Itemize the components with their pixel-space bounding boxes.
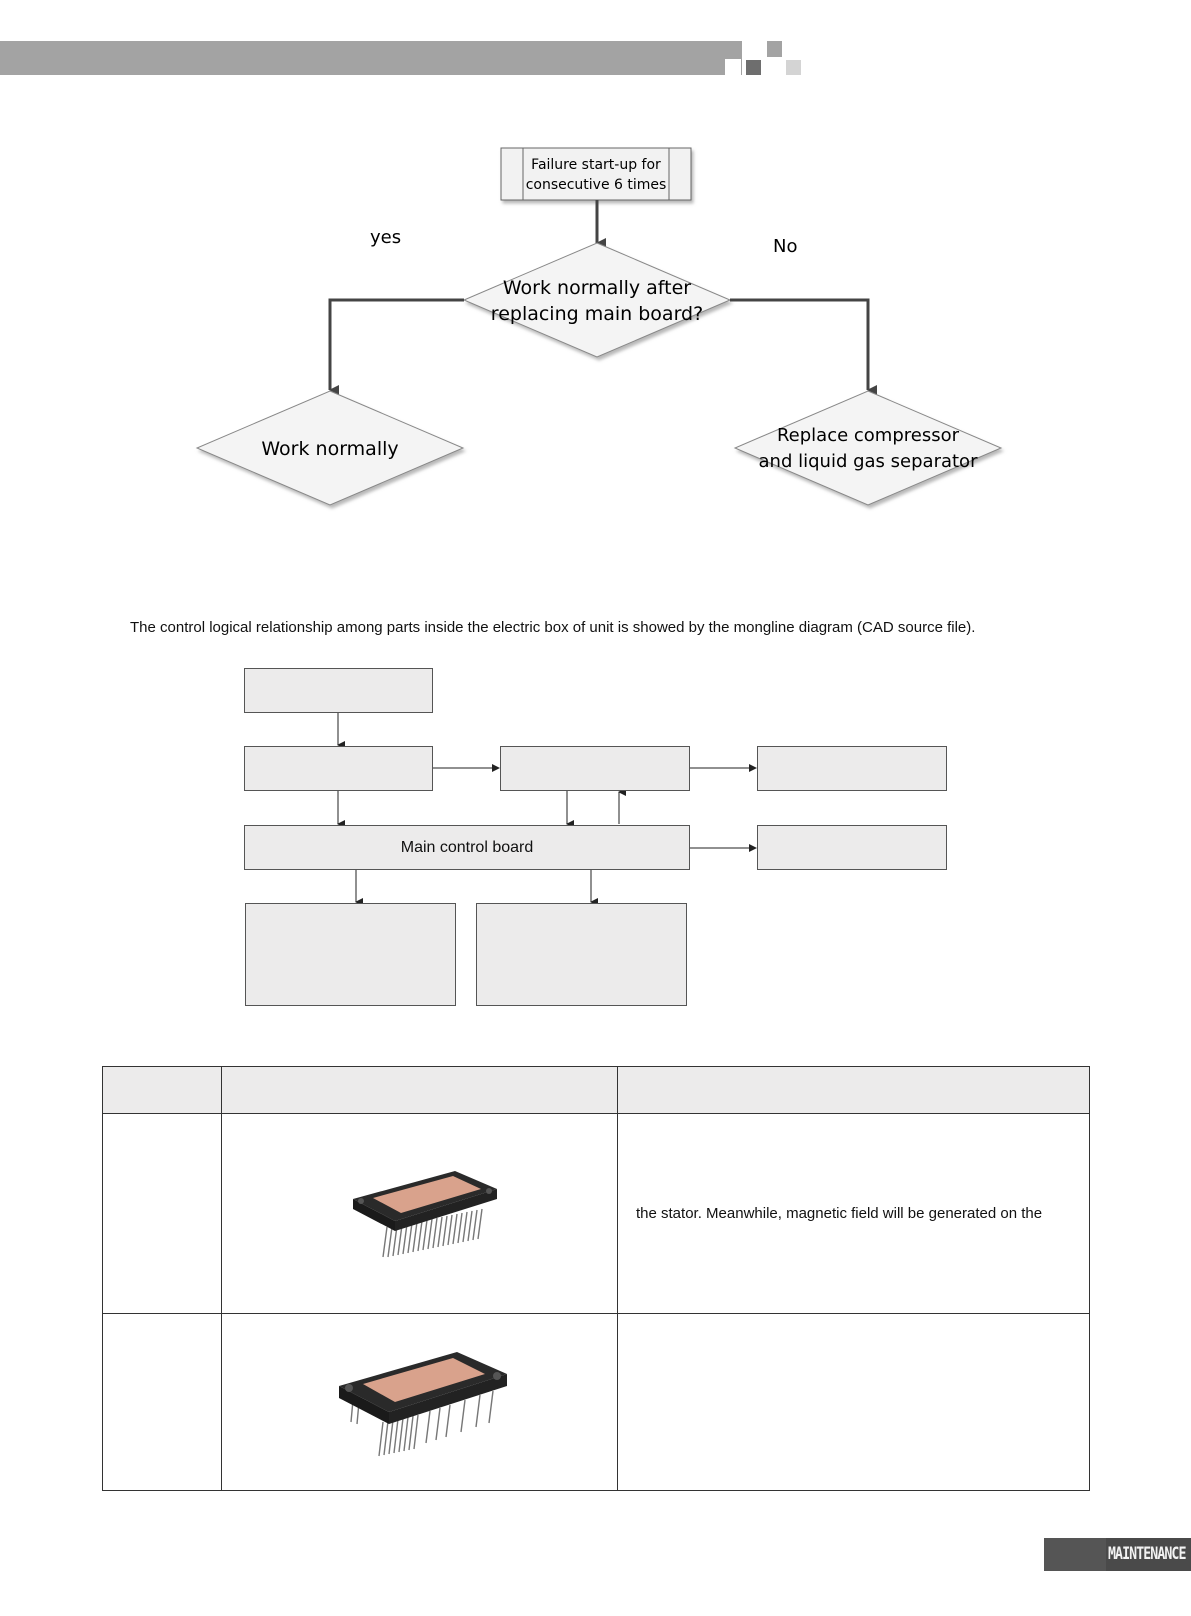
table-header-cell <box>617 1066 1090 1114</box>
yes-label: yes <box>370 227 401 248</box>
diagram-box-top <box>244 668 433 713</box>
arrow-no-branch <box>730 298 877 395</box>
ipm-module-image <box>352 1171 497 1258</box>
diagram-box-bottom-middle <box>476 903 687 1006</box>
diagram-box-right-top <box>757 746 947 791</box>
intro-paragraph: The control logical relationship among p… <box>130 619 976 636</box>
block-diagram-arrows <box>337 713 757 906</box>
header-decor-square <box>786 60 801 75</box>
footer-tab-dark-block <box>1044 1538 1106 1571</box>
diagram-box-middle <box>500 746 690 791</box>
diagram-box-right-bottom <box>757 825 947 870</box>
no-outcome-line1: Replace compressor <box>777 425 960 446</box>
yes-outcome-diamond: Work normally <box>195 390 465 506</box>
table-cell-description <box>617 1313 1090 1491</box>
table-row: the stator. Meanwhile, magnetic field wi… <box>102 1113 1090 1314</box>
arrow-yes-branch <box>328 298 464 395</box>
troubleshooting-flowchart: Failure start-up for consecutive 6 times… <box>195 147 1003 506</box>
no-label: No <box>773 236 797 257</box>
diagram-box-left <box>244 746 433 791</box>
table-header-cell <box>221 1066 618 1114</box>
no-outcome-line2: and liquid gas separator <box>759 451 979 472</box>
parts-table: the stator. Meanwhile, magnetic field wi… <box>102 1066 1090 1491</box>
table-cell-image <box>221 1113 618 1314</box>
main-control-board-box: Main control board <box>244 825 690 870</box>
header-decor-square <box>725 59 741 75</box>
table-cell-image <box>221 1313 618 1491</box>
decision-line1: Work normally after <box>503 277 691 299</box>
table-cell-name <box>102 1113 222 1314</box>
start-box-line1: Failure start-up for <box>531 157 661 173</box>
ipm-module-image <box>338 1351 507 1456</box>
no-outcome-diamond: Replace compressor and liquid gas separa… <box>733 390 1003 506</box>
table-header-row <box>102 1066 1090 1114</box>
header-decor-square <box>746 60 761 75</box>
table-cell-name <box>102 1313 222 1491</box>
decision-diamond: Work normally after replacing main board… <box>462 242 732 358</box>
header-bar <box>0 41 742 75</box>
table-cell-description: the stator. Meanwhile, magnetic field wi… <box>617 1113 1090 1314</box>
diagram-box-bottom-left <box>245 903 456 1006</box>
main-control-board-label: Main control board <box>400 838 534 856</box>
header-decor-square <box>767 41 782 57</box>
footer-section-label: MAINTENANCE <box>1108 1544 1186 1564</box>
table-row <box>102 1313 1090 1491</box>
table-header-cell <box>102 1066 222 1114</box>
start-box-line2: consecutive 6 times <box>526 177 667 193</box>
yes-outcome-text: Work normally <box>261 438 398 460</box>
decision-line2: replacing main board? <box>491 303 703 325</box>
